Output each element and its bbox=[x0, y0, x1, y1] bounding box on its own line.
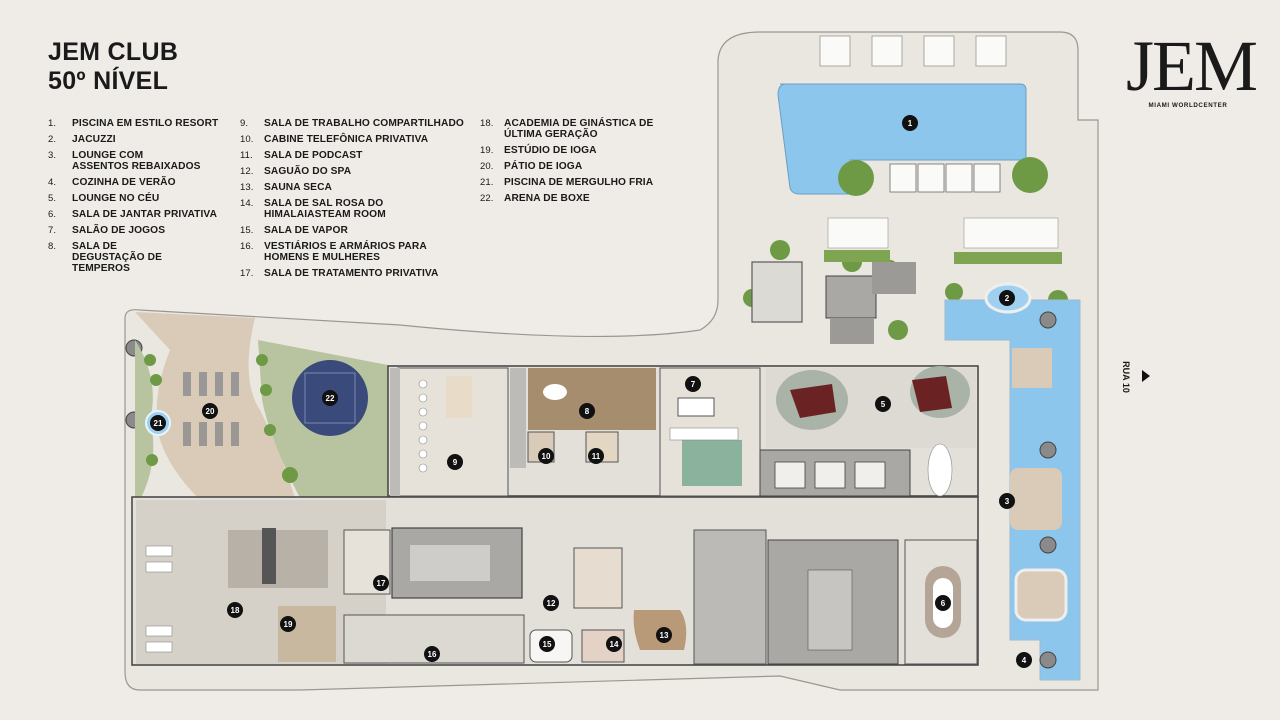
elevators bbox=[774, 461, 886, 489]
room-marker-1: 1 bbox=[902, 115, 918, 131]
legend-item: 9.SALA DE TRABALHO COMPARTILHADO bbox=[240, 118, 464, 129]
sunken-lounge bbox=[1010, 468, 1062, 530]
lounge-banquette bbox=[927, 443, 953, 497]
room-marker-12: 12 bbox=[543, 595, 559, 611]
legend-item: 21.PISCINA DE MERGULHO FRIA bbox=[480, 177, 654, 188]
room-marker-18: 18 bbox=[227, 602, 243, 618]
tasting-table bbox=[543, 384, 567, 400]
logo-mark: JEM bbox=[1126, 26, 1258, 106]
legend-item: 12.SAGUÃO DO SPA bbox=[240, 166, 352, 177]
page-title: JEM CLUB 50º NÍVEL bbox=[48, 38, 178, 96]
bench-seats bbox=[418, 379, 428, 473]
pool-restrooms bbox=[751, 261, 803, 323]
room-marker-21: 21 bbox=[150, 415, 166, 431]
street-label: RUA 10 bbox=[1120, 358, 1150, 398]
lounge-rug bbox=[912, 376, 952, 412]
room-marker-5: 5 bbox=[875, 396, 891, 412]
legend-item: 11.SALA DE PODCAST bbox=[240, 150, 363, 161]
sunken-lounge-top bbox=[1012, 348, 1052, 388]
street-name: RUA 10 bbox=[1120, 361, 1131, 393]
planter bbox=[824, 250, 890, 262]
room-marker-15: 15 bbox=[539, 636, 555, 652]
gym-rack bbox=[262, 528, 276, 584]
room-marker-17: 17 bbox=[373, 575, 389, 591]
work-table bbox=[446, 376, 472, 418]
gym-machines bbox=[145, 545, 173, 653]
top-loungers bbox=[819, 35, 1007, 67]
legend-column-1: 1.PISCINA EM ESTILO RESORT 2.JACUZZI 3.L… bbox=[48, 118, 228, 279]
legend-item: 4.COZINHA DE VERÃO bbox=[48, 177, 176, 188]
legend-item: 14.SALA DE SAL ROSA DO HIMALAIASTEAM ROO… bbox=[240, 198, 386, 220]
spice-tasting-room bbox=[528, 368, 656, 430]
lounge-rug bbox=[790, 384, 836, 418]
game-rug bbox=[682, 440, 742, 486]
room-marker-22: 22 bbox=[322, 390, 338, 406]
room-marker-2: 2 bbox=[999, 290, 1015, 306]
room-marker-7: 7 bbox=[685, 376, 701, 392]
service-core bbox=[693, 529, 767, 665]
legend-item: 15.SALA DE VAPOR bbox=[240, 225, 348, 236]
resort-pool bbox=[777, 83, 1027, 195]
jem-logo: JEM MIAMI WORLDCENTER bbox=[1126, 26, 1258, 109]
room-marker-11: 11 bbox=[588, 448, 604, 464]
arrow-right-icon bbox=[1142, 370, 1150, 382]
legend-item: 22.ARENA DE BOXE bbox=[480, 193, 590, 204]
room-marker-3: 3 bbox=[999, 493, 1015, 509]
room-marker-20: 20 bbox=[202, 403, 218, 419]
legend-item: 5.LOUNGE NO CÉU bbox=[48, 193, 160, 204]
seating-pod bbox=[830, 318, 874, 344]
room-marker-13: 13 bbox=[656, 627, 672, 643]
garden-planters bbox=[144, 354, 298, 483]
yoga-mats bbox=[183, 372, 239, 446]
legend-item: 7.SALÃO DE JOGOS bbox=[48, 225, 166, 236]
cabanas bbox=[889, 163, 1001, 193]
room-marker-16: 16 bbox=[424, 646, 440, 662]
sofa bbox=[669, 427, 739, 441]
stair-core-top bbox=[825, 275, 877, 319]
legend-column-2: 9.SALA DE TRABALHO COMPARTILHADO 10.CABI… bbox=[240, 118, 465, 284]
legend-item: 2.JACUZZI bbox=[48, 134, 116, 145]
legend-item: 8.SALA DE DEGUSTAÇÃO DE TEMPEROS bbox=[48, 241, 162, 274]
pool-table bbox=[677, 397, 715, 417]
title-line-2: 50º NÍVEL bbox=[48, 67, 169, 95]
seating-pod bbox=[872, 262, 916, 294]
legend-item: 18.ACADEMIA DE GINÁSTICA DE ÚLTIMA GERAÇ… bbox=[480, 118, 654, 140]
room-marker-6: 6 bbox=[935, 595, 951, 611]
legend-item: 1.PISCINA EM ESTILO RESORT bbox=[48, 118, 219, 129]
coworking-wall bbox=[390, 368, 400, 496]
stairs bbox=[410, 545, 490, 581]
room-marker-4: 4 bbox=[1016, 652, 1032, 668]
boxing-ropes bbox=[304, 372, 356, 424]
legend-item: 10.CABINE TELEFÔNICA PRIVATIVA bbox=[240, 134, 429, 145]
legend-item: 6.SALA DE JANTAR PRIVATIVA bbox=[48, 209, 218, 220]
room-marker-19: 19 bbox=[280, 616, 296, 632]
title-line-1: JEM CLUB bbox=[48, 38, 179, 66]
yoga-studio bbox=[278, 606, 336, 662]
legend-item: 19.ESTÚDIO DE IOGA bbox=[480, 145, 597, 156]
room-marker-8: 8 bbox=[579, 403, 595, 419]
legend-item: 13.SAUNA SECA bbox=[240, 182, 332, 193]
planter bbox=[954, 252, 1062, 264]
summer-kitchen-island bbox=[1014, 568, 1068, 622]
room-marker-10: 10 bbox=[538, 448, 554, 464]
legend-item: 3.LOUNGE COM ASSENTOS REBAIXADOS bbox=[48, 150, 201, 172]
logo-subtitle: MIAMI WORLDCENTER bbox=[1148, 102, 1228, 109]
mid-loungers bbox=[827, 217, 1059, 249]
interior-wall bbox=[510, 368, 526, 468]
room-marker-14: 14 bbox=[606, 636, 622, 652]
legend-column-3: 18.ACADEMIA DE GINÁSTICA DE ÚLTIMA GERAÇ… bbox=[480, 118, 660, 209]
service-elevator bbox=[807, 569, 853, 651]
legend-item: 16.VESTIÁRIOS E ARMÁRIOS PARA HOMENS E M… bbox=[240, 241, 427, 263]
legend-item: 17.SALA DE TRATAMENTO PRIVATIVA bbox=[240, 268, 439, 279]
spa-office bbox=[573, 547, 623, 609]
room-marker-9: 9 bbox=[447, 454, 463, 470]
legend-item: 20.PÁTIO DE IOGA bbox=[480, 161, 583, 172]
coworking-room bbox=[397, 367, 509, 497]
gym-mat bbox=[228, 530, 328, 588]
